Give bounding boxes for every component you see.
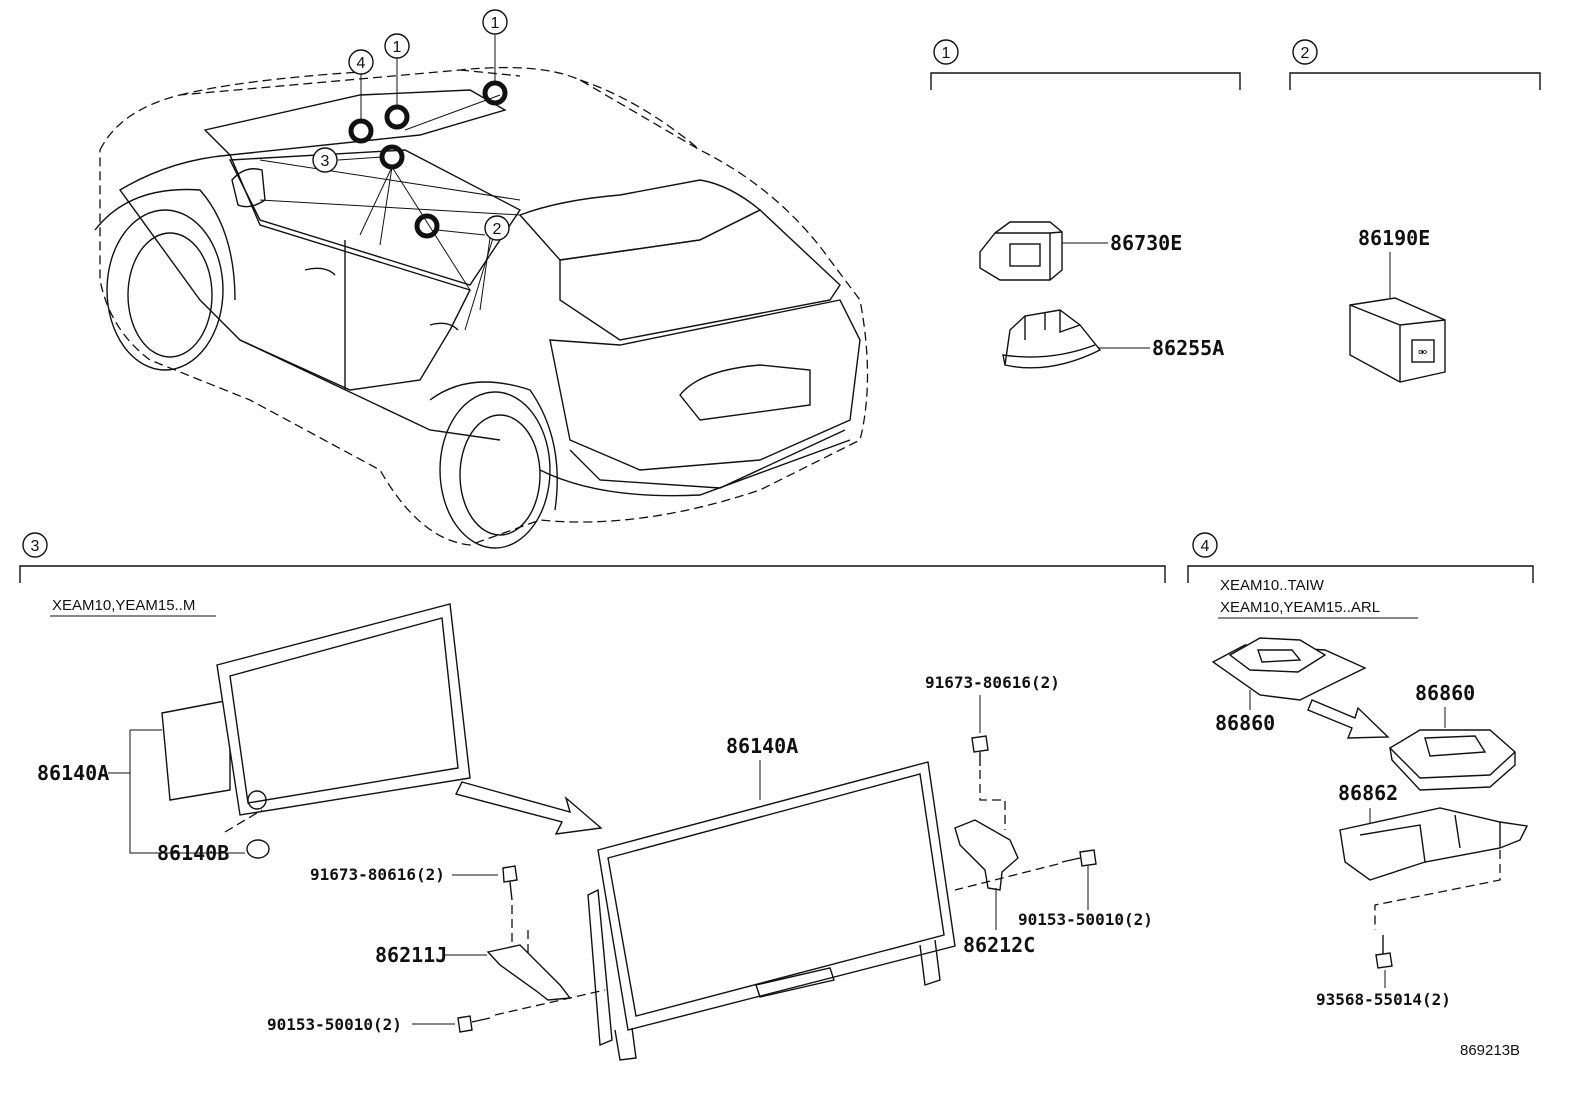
section-1: 1 86730E 86255A — [930, 39, 1241, 369]
section-3-bracket — [19, 565, 1166, 583]
part-label-86862: 86862 — [1338, 781, 1398, 805]
section-4: 4 XEAM10..TAIW XEAM10,YEAM15..ARL 86860 … — [1187, 532, 1534, 1009]
module-86860-illustration — [1388, 729, 1517, 791]
part-label-86212C: 86212C — [963, 933, 1035, 957]
vehicle-callout-1b: 1 — [384, 33, 410, 59]
vehicle-callout-3: 3 — [312, 147, 338, 173]
display-assembly-illustration — [161, 603, 471, 816]
location-marker-3 — [379, 144, 405, 170]
display-exploded-illustration — [587, 761, 956, 1061]
part-label-86730E: 86730E — [1110, 231, 1182, 255]
svg-text:1: 1 — [393, 39, 402, 56]
part-label-86140A-assembled: 86140A — [37, 761, 109, 785]
svg-text:3: 3 — [31, 538, 40, 555]
vehicle-callout-1a: 1 — [482, 9, 508, 35]
location-marker-1b — [384, 104, 410, 130]
section-2: 2 86190E ⚮ — [1289, 39, 1541, 383]
part-label-86140A-exploded: 86140A — [726, 734, 798, 758]
section-2-bracket — [1289, 72, 1541, 90]
section-1-callout: 1 — [933, 39, 959, 65]
bracket-86212C-illustration — [954, 819, 1019, 891]
svg-text:3: 3 — [321, 153, 330, 170]
part-label-91673-80616-right: 91673-80616(2) — [925, 673, 1060, 692]
section-4-variant-a: XEAM10..TAIW — [1220, 577, 1325, 594]
svg-text:1: 1 — [491, 15, 500, 32]
svg-text:4: 4 — [357, 55, 366, 72]
screw-93568-illustration — [1375, 952, 1393, 969]
section-3: 3 XEAM10,YEAM15..M 86140A 86140B 86140A — [19, 532, 1166, 1061]
bracket-86211J-illustration — [486, 944, 572, 1001]
diagram-code: 869213B — [1460, 1042, 1520, 1059]
screw-right-illustration — [1079, 849, 1097, 867]
vehicle-callout-4: 4 — [348, 49, 374, 75]
part-label-86255A: 86255A — [1152, 336, 1224, 360]
bracket-86862-illustration — [1339, 807, 1529, 881]
svg-text:2: 2 — [1301, 45, 1310, 62]
part-label-86190E: 86190E — [1358, 226, 1430, 250]
part-label-90153-50010-right: 90153-50010(2) — [1018, 910, 1153, 929]
cap-86140B-illustration — [246, 839, 270, 859]
part-label-90153-50010-left: 90153-50010(2) — [267, 1015, 402, 1034]
explode-arrow — [454, 781, 603, 835]
svg-text:⚮: ⚮ — [1418, 346, 1427, 359]
part-label-86211J: 86211J — [375, 943, 447, 967]
bolt-left-illustration — [502, 865, 518, 883]
part-86190E-illustration: ⚮ — [1349, 297, 1446, 383]
section-4-callout: 4 — [1192, 532, 1218, 558]
vehicle-callout-2: 2 — [484, 215, 510, 241]
module-assembled-illustration — [1211, 637, 1367, 701]
part-label-86860-b: 86860 — [1415, 681, 1475, 705]
section-4-variant-b: XEAM10,YEAM15..ARL — [1220, 599, 1380, 616]
part-86730E-illustration — [979, 221, 1063, 281]
location-marker-4 — [348, 118, 374, 144]
svg-text:2: 2 — [493, 221, 502, 238]
screw-left-illustration — [457, 1015, 473, 1033]
location-marker-2 — [414, 213, 440, 239]
section-3-callout: 3 — [22, 532, 48, 558]
part-label-91673-80616-left: 91673-80616(2) — [310, 865, 445, 884]
svg-text:1: 1 — [942, 45, 951, 62]
vehicle-illustration: 1 1 4 3 2 — [94, 9, 869, 549]
explode-arrow-section-4 — [1307, 699, 1390, 739]
bolt-right-illustration — [971, 735, 989, 753]
location-marker-1a — [482, 80, 508, 106]
part-label-86860-a: 86860 — [1215, 711, 1275, 735]
part-86255A-illustration — [1002, 309, 1102, 369]
section-2-callout: 2 — [1292, 39, 1318, 65]
part-label-93568-55014: 93568-55014(2) — [1316, 990, 1451, 1009]
svg-text:4: 4 — [1201, 538, 1210, 555]
part-label-86140B: 86140B — [157, 841, 229, 865]
section-4-bracket — [1187, 565, 1534, 583]
section-1-bracket — [930, 72, 1241, 90]
section-3-variant: XEAM10,YEAM15..M — [52, 597, 195, 614]
